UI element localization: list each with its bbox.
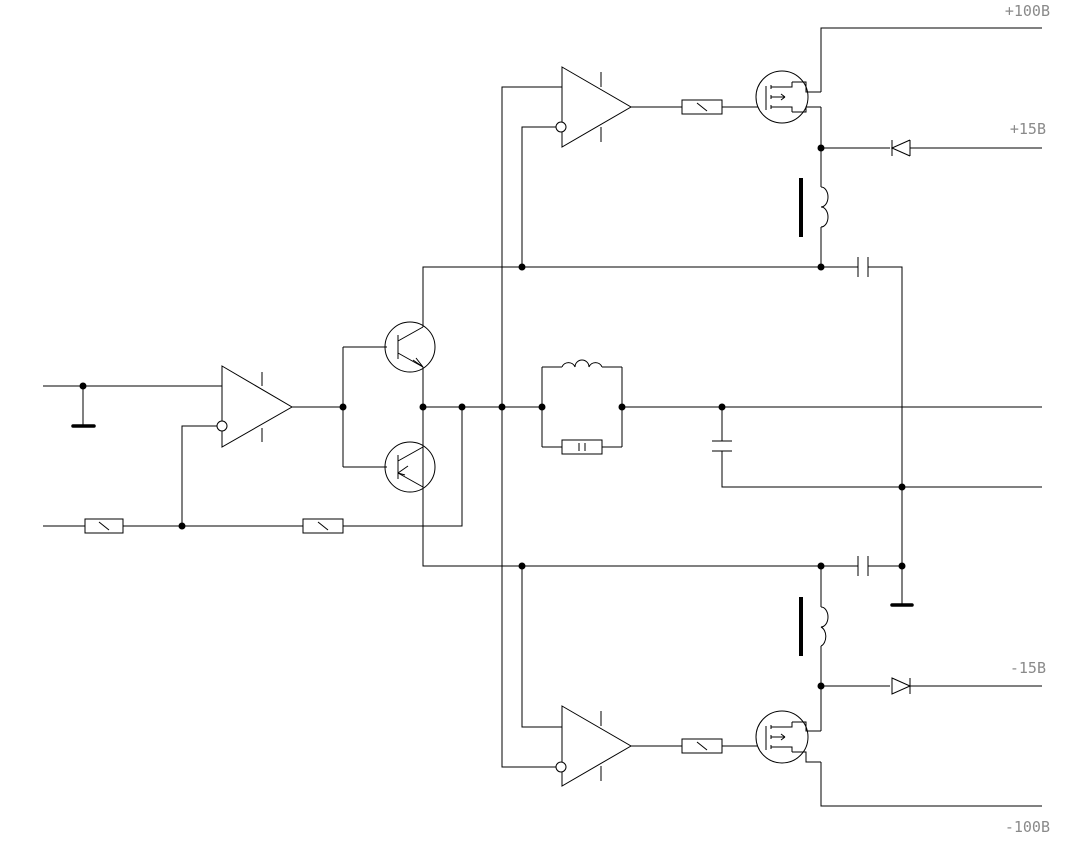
voltage-labels: +100B +15B -15B -100B [1005, 2, 1050, 836]
opamps [216, 66, 632, 787]
transistor-pnp [384, 441, 436, 493]
diode-lower [891, 677, 912, 695]
mosfet-upper [755, 70, 821, 124]
resistor-middle [561, 439, 603, 455]
inductor-upper [799, 178, 829, 237]
resistor-upper-gate [681, 99, 723, 115]
resistors [84, 99, 723, 754]
inductor-lower [799, 597, 829, 656]
label-plus-100v: +100B [1005, 2, 1050, 20]
wires [43, 27, 1042, 807]
opamp-input [216, 365, 293, 448]
opamp-lower [555, 705, 632, 787]
resistor-input [84, 518, 124, 534]
bipolar-transistors [384, 321, 436, 493]
transistor-npn [384, 321, 436, 373]
mosfet-lower [755, 710, 821, 764]
resistor-feedback [302, 518, 344, 534]
ground-symbols [71, 424, 914, 607]
diode-upper [890, 139, 911, 157]
diodes [890, 139, 912, 695]
resistor-lower-gate [681, 738, 723, 754]
label-plus-15v: +15B [1010, 120, 1046, 138]
inductors [561, 178, 829, 656]
mosfets [755, 70, 821, 764]
label-minus-15v: -15B [1010, 659, 1046, 677]
junction-dots [79, 144, 906, 690]
label-minus-100v: -100B [1005, 818, 1050, 836]
opamp-upper [555, 66, 632, 148]
inductor-middle [561, 359, 603, 368]
capacitors [712, 257, 869, 576]
